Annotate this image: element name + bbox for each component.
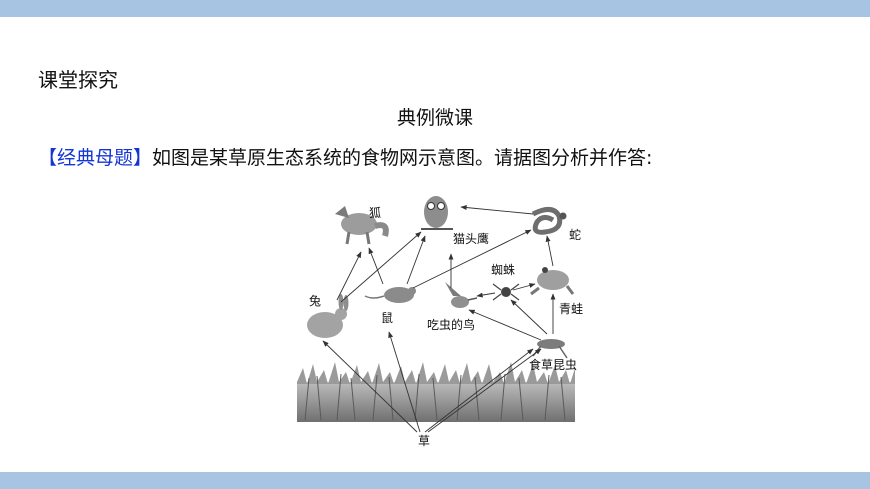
label-frog: 青蛙 — [559, 302, 583, 316]
label-bird: 吃虫的鸟 — [427, 317, 475, 332]
mouse-image — [364, 287, 416, 303]
label-mouse: 鼠 — [381, 311, 393, 325]
label-snake: 蛇 — [569, 227, 581, 242]
question-text: 【经典母题】如图是某草原生态系统的食物网示意图。请据图分析并作答: — [38, 143, 652, 170]
bottom-banner — [0, 472, 870, 489]
owl-image — [421, 196, 453, 230]
frog-image — [530, 267, 575, 296]
label-grass: 草 — [418, 434, 430, 448]
insect-image — [532, 339, 568, 359]
snake-image — [531, 207, 567, 235]
label-spider: 蜘蛛 — [491, 262, 515, 277]
spider-image — [492, 283, 520, 301]
question-body: 如图是某草原生态系统的食物网示意图。请据图分析并作答: — [152, 147, 653, 169]
bird-image — [445, 282, 478, 308]
fox-image — [335, 206, 389, 245]
section-title: 课堂探究 — [38, 68, 118, 92]
food-web-diagram: 狐 猫头鹰 蛇 蜘蛛 青蛙 兔 鼠 吃虫的鸟 食草昆虫 草 — [297, 196, 583, 448]
label-fox: 狐 — [369, 206, 381, 220]
question-tag: 【经典母题】 — [38, 147, 153, 169]
label-owl: 猫头鹰 — [453, 231, 489, 246]
top-banner — [0, 0, 870, 17]
label-insect: 食草昆虫 — [529, 357, 577, 372]
food-web-arrows — [322, 205, 556, 433]
grass-image — [297, 362, 575, 422]
slide-subtitle: 典例微课 — [396, 107, 473, 129]
label-rabbit: 兔 — [309, 293, 321, 308]
